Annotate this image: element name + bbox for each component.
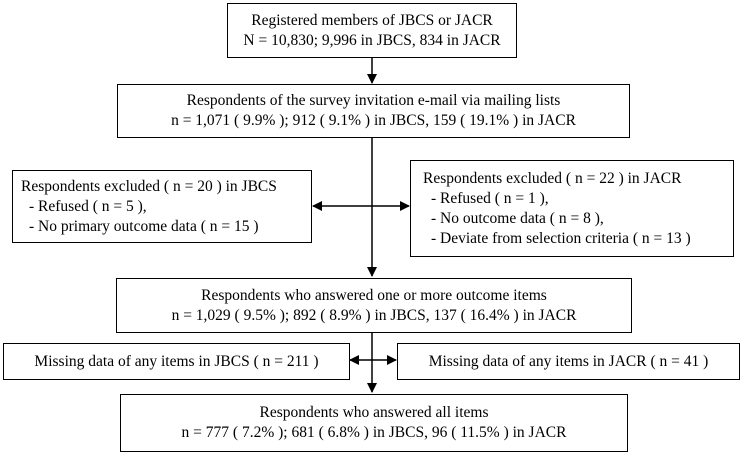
excluded-jbcs-item: - Refused ( n = 5 ), [29,197,147,215]
answered-one-line1: Respondents who answered one or more out… [201,286,547,304]
excluded-jacr-title: Respondents excluded ( n = 22 ) in JACR [423,169,682,187]
excluded-jacr-box: Respondents excluded ( n = 22 ) in JACR … [410,160,734,257]
excluded-jbcs-box: Respondents excluded ( n = 20 ) in JBCS … [12,170,312,243]
registered-line1: Registered members of JBCS or JACR [251,11,493,29]
excluded-jacr-item: - Deviate from selection criteria ( n = … [431,229,691,247]
answered-one-line2: n = 1,029 ( 9.5% ); 892 ( 8.9% ) in JBCS… [171,306,577,324]
excluded-jbcs-item: - No primary outcome data ( n = 15 ) [29,217,259,235]
missing-jacr-line1: Missing data of any items in JACR ( n = … [428,352,709,370]
registered-members-box: Registered members of JBCS or JACR N = 1… [227,3,517,58]
missing-jbcs-box: Missing data of any items in JBCS ( n = … [3,343,350,380]
answered-all-line1: Respondents who answered all items [259,404,489,421]
excluded-jacr-item: - Refused ( n = 1 ), [431,189,549,207]
missing-jbcs-line1: Missing data of any items in JBCS ( n = … [34,352,319,370]
respondents-invite-line2: n = 1,071 ( 9.9% ); 912 ( 9.1% ) in JBCS… [171,112,576,129]
registered-line2: N = 10,830; 9,996 in JBCS, 834 in JACR [243,31,501,49]
answered-all-box: Respondents who answered all items n = 7… [120,394,628,452]
excluded-jbcs-title: Respondents excluded ( n = 20 ) in JBCS [21,177,277,195]
respondents-invite-line1: Respondents of the survey invitation e-m… [186,92,561,109]
excluded-jacr-item: - No outcome data ( n = 8 ), [431,209,604,227]
answered-one-box: Respondents who answered one or more out… [116,278,632,333]
answered-all-line2: n = 777 ( 7.2% ); 681 ( 6.8% ) in JBCS, … [181,424,567,441]
respondents-invite-box: Respondents of the survey invitation e-m… [117,84,630,138]
missing-jacr-box: Missing data of any items in JACR ( n = … [397,343,740,380]
